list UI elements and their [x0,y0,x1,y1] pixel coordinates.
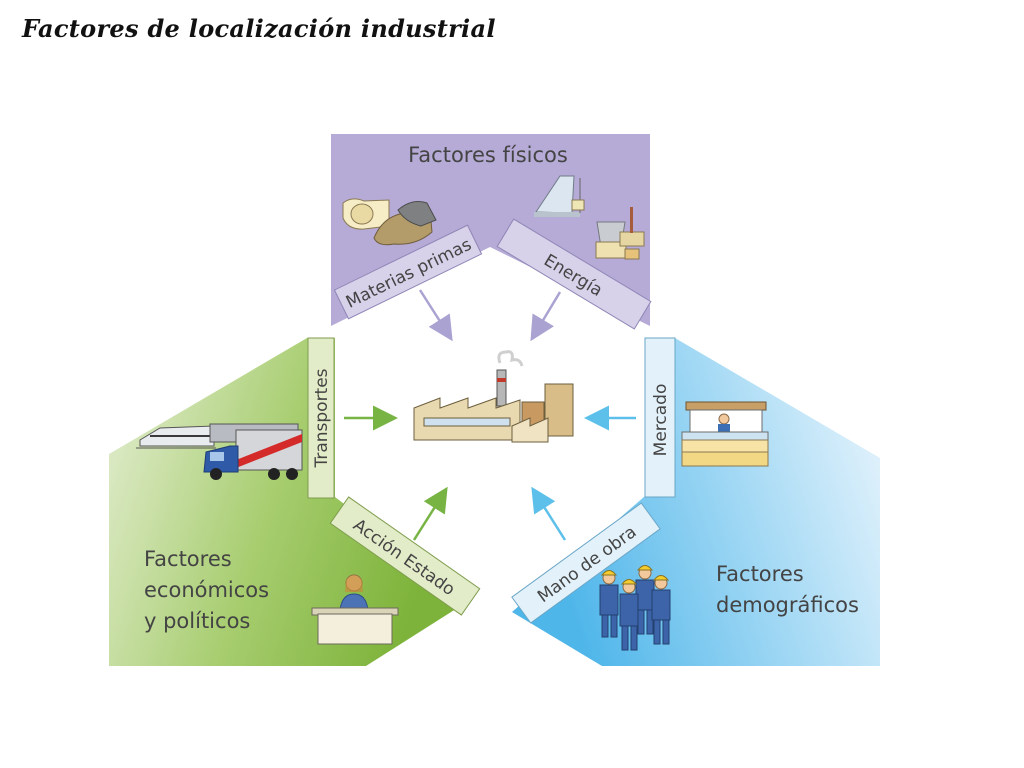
market-factor-label: Mercado [651,384,671,457]
state-official-icon [311,574,399,645]
demographic-title-line2: demográficos [716,593,859,617]
train-icon [136,425,216,449]
market-factor-band [644,337,676,498]
transport-factor-label: Transportes [312,368,332,468]
arrow-energy [530,291,562,342]
economic-title-line3: y políticos [144,609,250,633]
arrows [344,289,636,541]
slide-title: Factores de localización industrial [22,14,496,43]
economic-title-line2: económicos [144,578,269,602]
arrow-state-action [412,486,448,541]
arrow-labor [531,486,567,541]
demographic-title-line1: Factores [716,562,804,586]
economic-title-line1: Factores [144,547,232,571]
economic-political-panel: Transportes Acción Estado [109,337,481,666]
transport-factor-band [307,337,335,499]
workers-icon [599,565,671,651]
truck-icon [203,423,303,480]
energy-icon [534,175,645,260]
physical-factors-panel: Factores físicos Materias primas [331,134,652,330]
raw-materials-icon [342,198,437,246]
market-stall-icon [681,401,769,467]
physical-factors-title: Factores físicos [408,143,568,167]
factory-icon [413,350,574,443]
arrow-raw-materials [418,289,453,342]
